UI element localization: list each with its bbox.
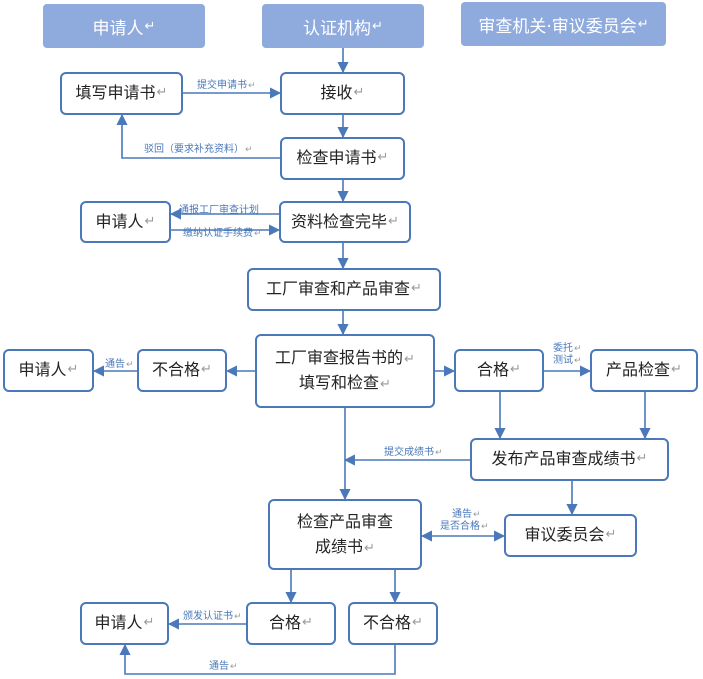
label-notify-2: 通告↵ bbox=[452, 509, 481, 520]
label-notify-3: 通告↵ bbox=[209, 661, 238, 672]
applicant-final-box: 申请人↵ bbox=[80, 602, 169, 645]
check-application-box: 检查申请书↵ bbox=[280, 137, 405, 180]
label-pay-fee: 缴纳认证手续费↵ bbox=[183, 228, 262, 239]
label-reject-supplement: 驳回（要求补充资料）↵ bbox=[144, 144, 253, 155]
check-results-box: 检查产品审查成绩书↵ bbox=[268, 499, 422, 570]
fill-application-box: 填写申请书↵ bbox=[60, 72, 183, 115]
publish-results-box: 发布产品审查成绩书↵ bbox=[470, 438, 669, 481]
label-notify-1: 通告↵ bbox=[105, 359, 134, 370]
label-test: 测试↵ bbox=[553, 355, 582, 366]
label-whether-pass: 是否合格↵ bbox=[440, 521, 489, 532]
label-submit-application: 提交申请书↵ bbox=[197, 80, 256, 91]
applicant-notify-box: 申请人↵ bbox=[80, 201, 171, 243]
label-notify-plan: 通报工厂审查计划 bbox=[179, 205, 259, 216]
factory-product-review-box: 工厂审查和产品审查↵ bbox=[247, 268, 441, 311]
arrow-fail-notify bbox=[119, 643, 396, 675]
fail-box-2: 不合格↵ bbox=[348, 602, 438, 645]
column-header-applicant: 申请人↵ bbox=[43, 4, 205, 48]
pass-box-1: 合格↵ bbox=[454, 349, 544, 392]
label-entrust: 委托↵ bbox=[553, 343, 582, 354]
arrow-reject bbox=[116, 113, 280, 159]
committee-review-box: 审议委员会↵ bbox=[504, 514, 637, 557]
factory-report-box: 工厂审查报告书的↵填写和检查↵ bbox=[255, 334, 435, 408]
pass-box-2: 合格↵ bbox=[246, 602, 336, 645]
applicant-fail-box: 申请人↵ bbox=[3, 349, 94, 392]
docs-complete-box: 资料检查完毕↵ bbox=[279, 201, 411, 243]
column-header-committee: 审查机关·审议委员会↵ bbox=[461, 2, 666, 46]
label-issue-certificate: 颁发认证书↵ bbox=[183, 611, 242, 622]
fail-box-1: 不合格↵ bbox=[137, 349, 227, 392]
receive-box: 接收↵ bbox=[280, 72, 405, 115]
label-submit-results: 提交成绩书↵ bbox=[384, 447, 443, 458]
product-inspection-box: 产品检查↵ bbox=[590, 349, 698, 392]
column-header-certifier: 认证机构↵ bbox=[262, 4, 424, 48]
